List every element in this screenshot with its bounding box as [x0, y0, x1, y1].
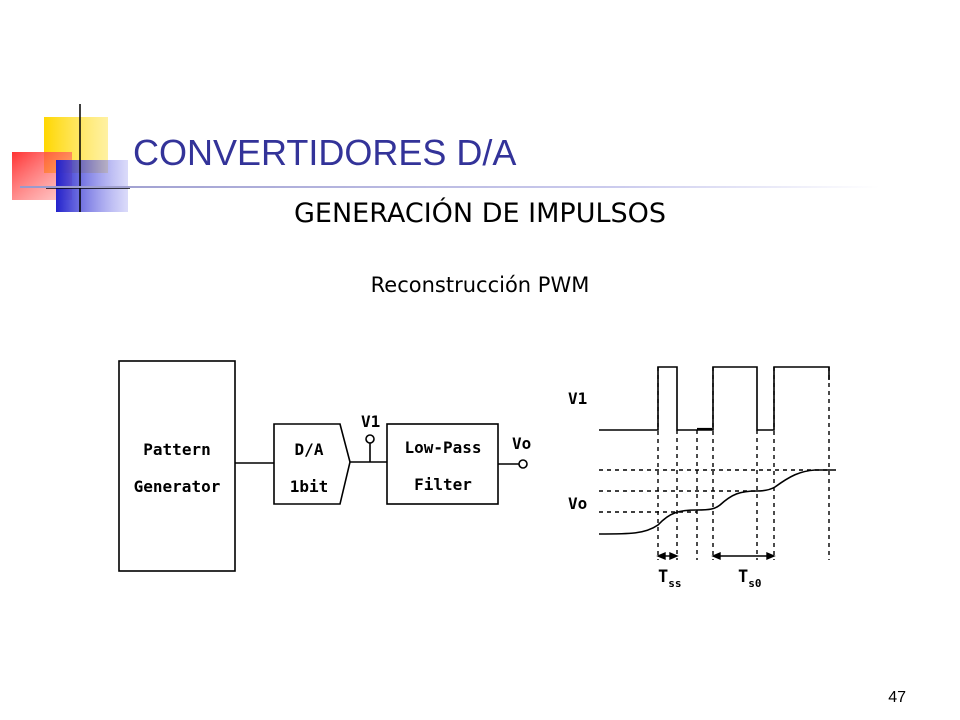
- v1-node-label: V1: [361, 412, 380, 431]
- pattern-label-1: Pattern: [143, 440, 210, 459]
- dac-block: [273, 423, 351, 505]
- slide-subtitle: GENERACIÓN DE IMPULSOS: [293, 198, 667, 229]
- timing-vo-label: Vo: [568, 494, 587, 513]
- vo-node-label: Vo: [512, 434, 531, 453]
- vo-node: [518, 459, 528, 469]
- ts0-label: Ts0: [738, 567, 762, 590]
- dac-label-2: 1bit: [290, 477, 329, 496]
- title-underline: [20, 186, 880, 188]
- section-heading: Reconstrucción PWM: [370, 273, 590, 297]
- tss-label: Tss: [658, 567, 682, 590]
- slide-title: CONVERTIDORES D/A: [133, 132, 517, 173]
- timing-v1-label: V1: [568, 389, 587, 408]
- v1-node: [365, 434, 375, 444]
- vo-waveform: [598, 469, 836, 535]
- pattern-generator-block: [118, 360, 236, 572]
- filter-label-1: Low-Pass: [404, 438, 481, 457]
- dac-label-1: D/A: [295, 440, 324, 459]
- pattern-label-2: Generator: [134, 477, 221, 496]
- v1-waveform: [599, 366, 830, 431]
- filter-label-2: Filter: [414, 475, 472, 494]
- page-number: 47: [888, 689, 906, 706]
